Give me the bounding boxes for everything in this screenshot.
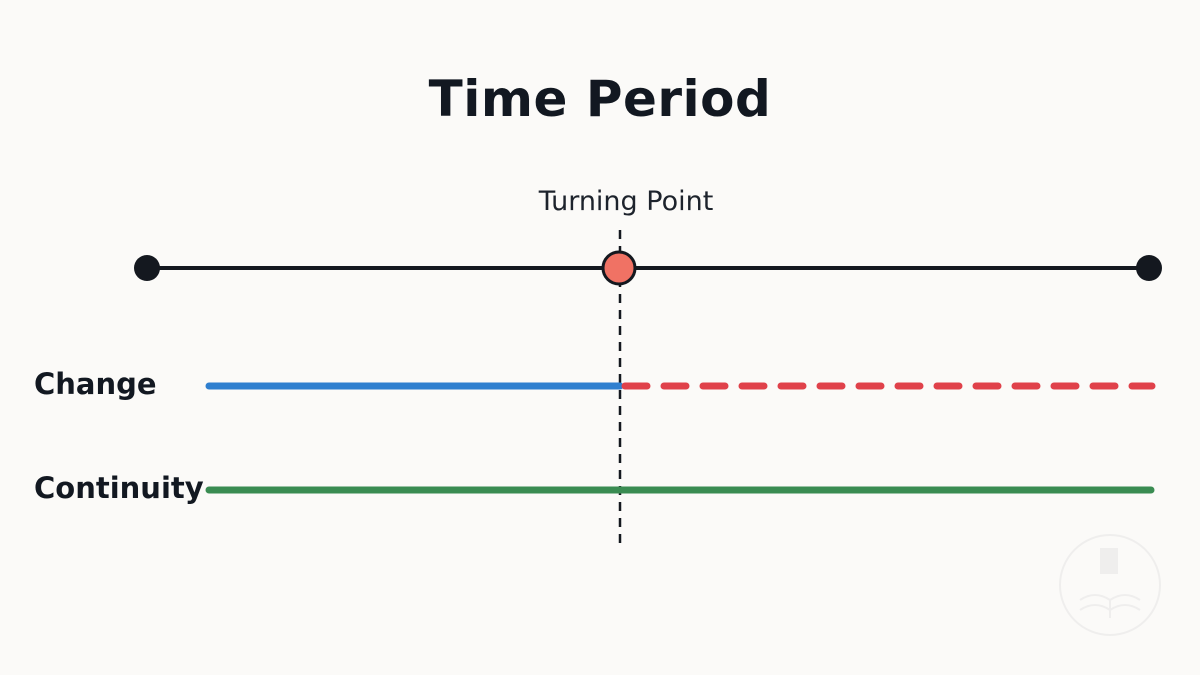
diagram-title: Time Period <box>428 70 772 128</box>
turning-point-marker <box>601 250 637 286</box>
turning-point-label: Turning Point <box>538 186 714 217</box>
timeline-end-point <box>1136 255 1162 281</box>
change-row-label: Change <box>34 367 157 401</box>
timeline-start-point <box>134 255 160 281</box>
continuity-row-label: Continuity <box>34 471 204 505</box>
book-logo-watermark-icon <box>1059 534 1161 636</box>
